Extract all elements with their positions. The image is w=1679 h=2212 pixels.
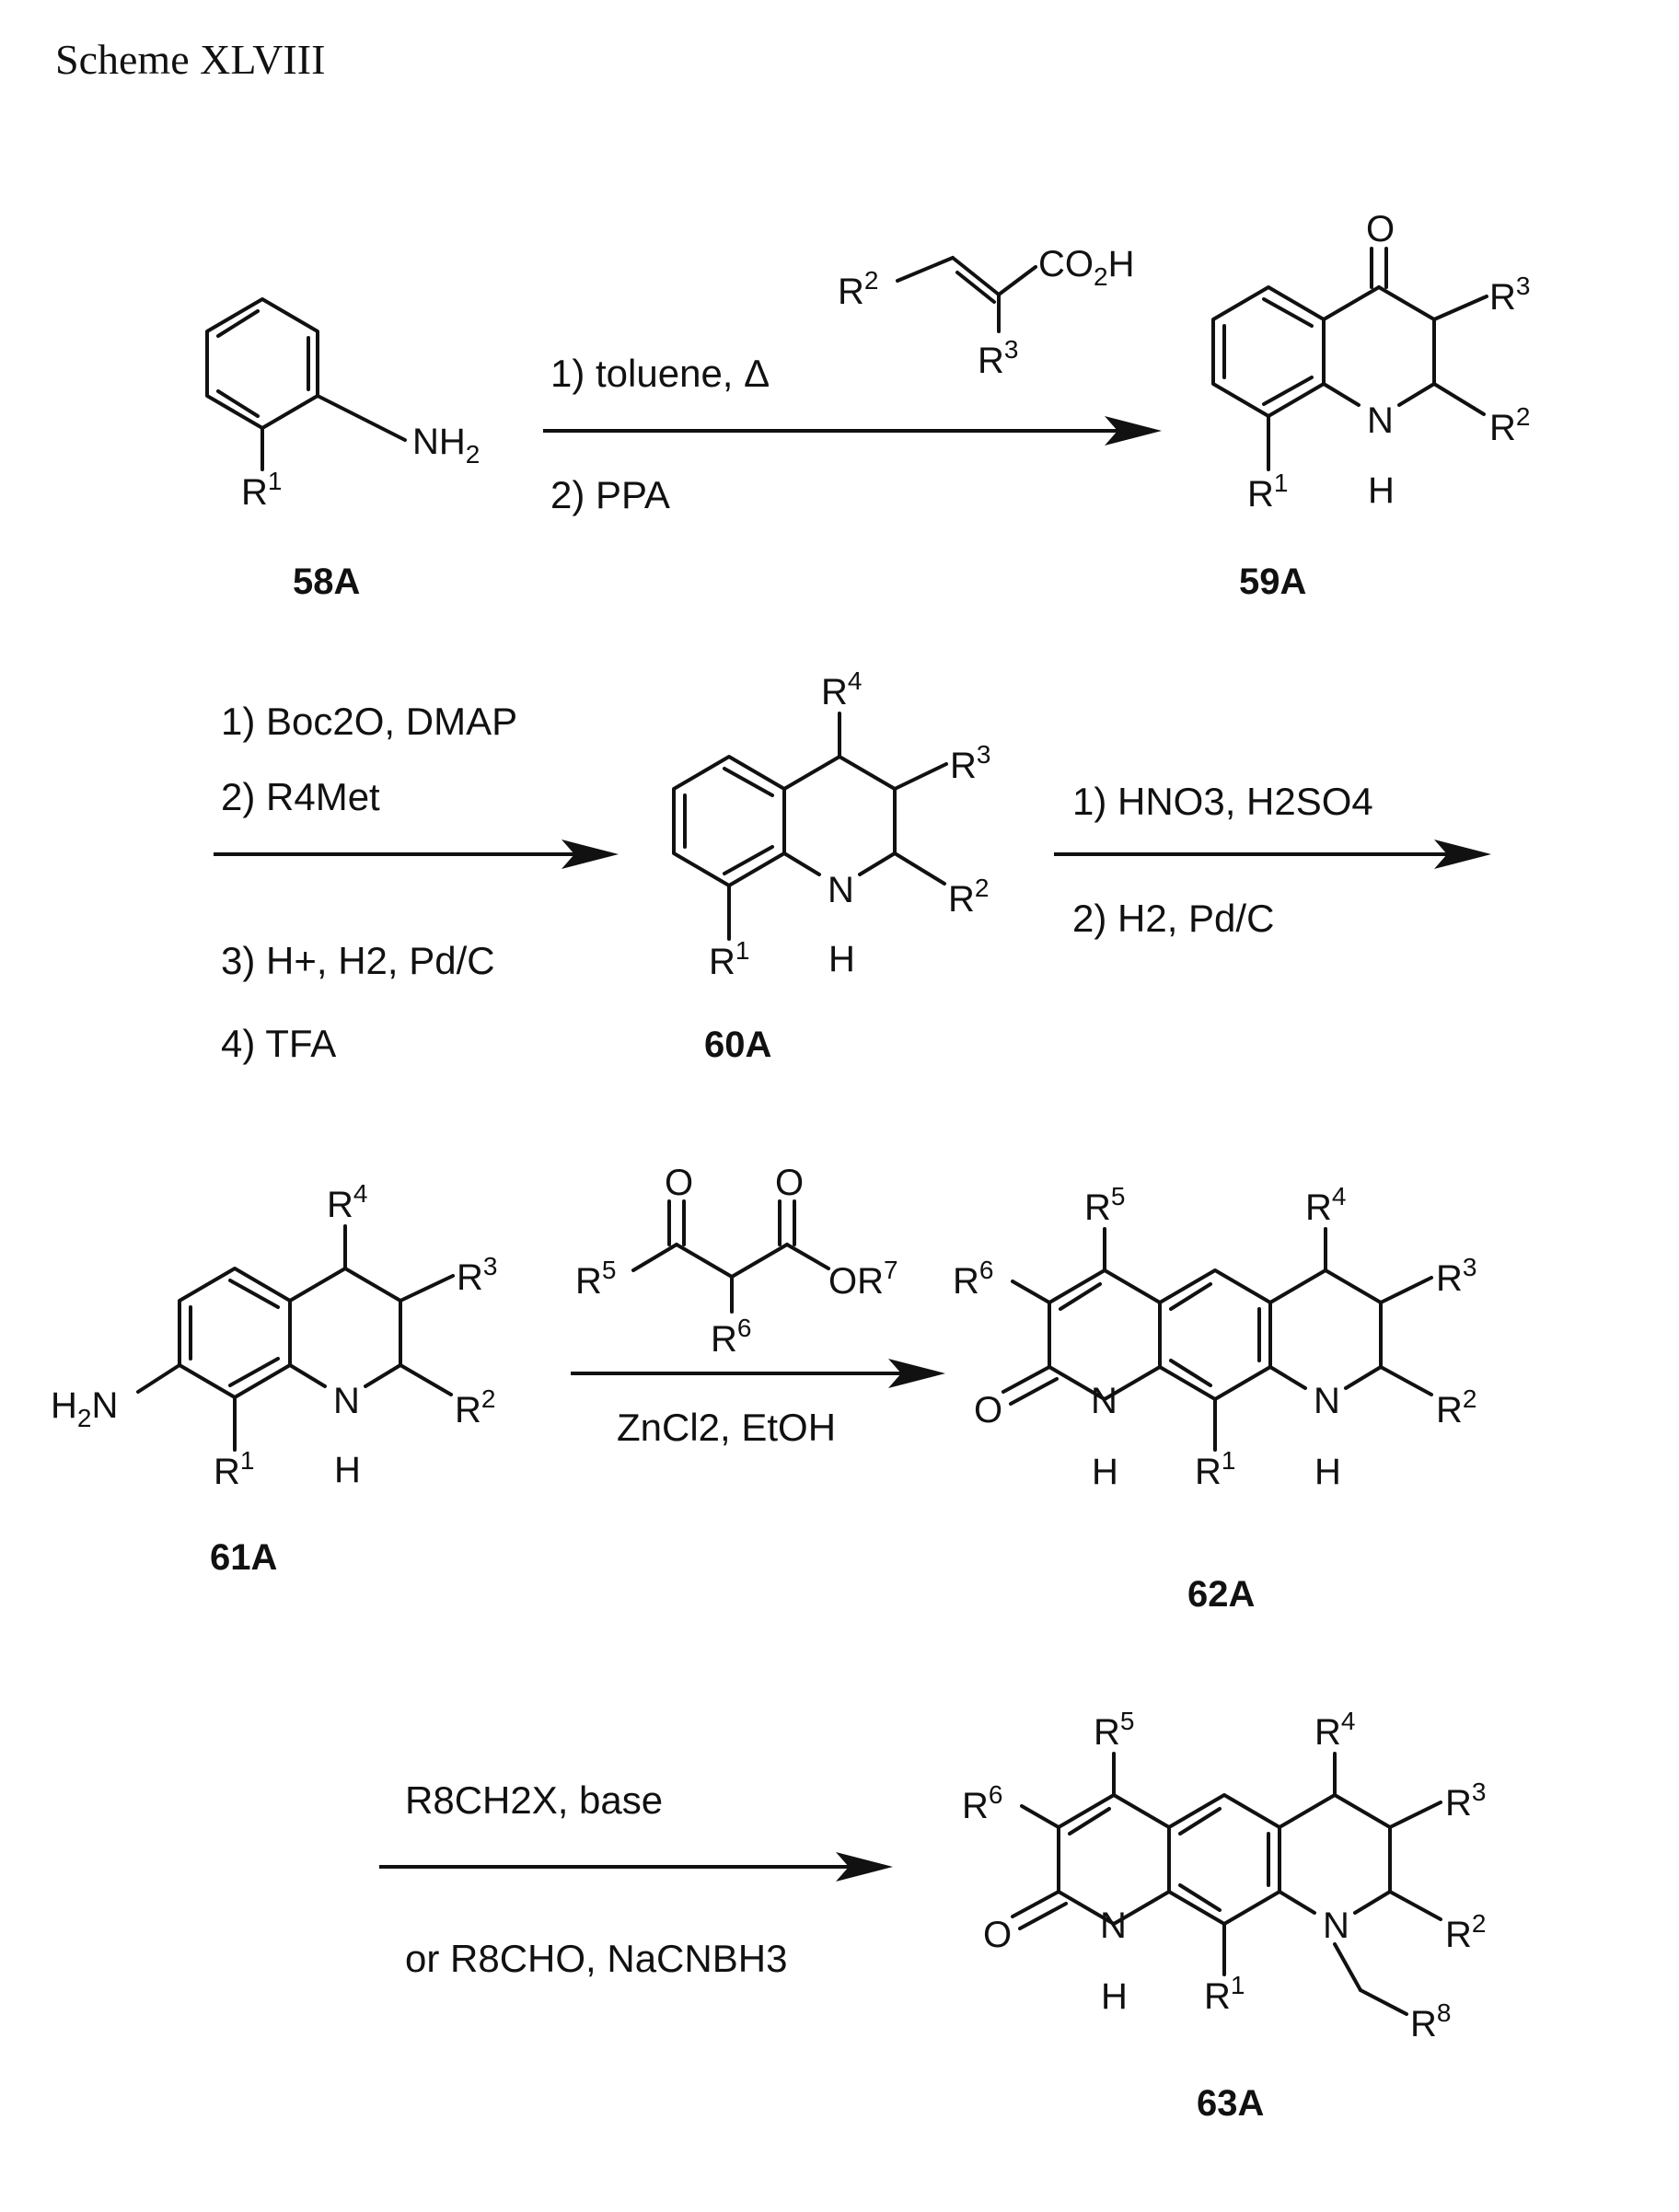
step3-arrow [1054, 840, 1491, 869]
59A-r1: R1 [1247, 469, 1288, 515]
compound-label-63A: 63A [1197, 2083, 1264, 2124]
62A-nh-hydrogen-1: H [1092, 1452, 1118, 1492]
step1-reagent-r2: R2 [838, 266, 878, 312]
step1-reagent-co2h: CO2H [1038, 244, 1134, 291]
step4-reagent-or7: OR7 [828, 1256, 898, 1302]
61A-r4: R4 [327, 1179, 367, 1225]
63A-r8: R8 [1410, 1998, 1451, 2044]
step2-condition-3: 3) H+, H2, Pd/C [221, 939, 495, 982]
step4-arrow [571, 1359, 945, 1388]
59A-oxygen: O [1366, 209, 1395, 249]
compound-59A: O R3 N H R2 R1 [1211, 209, 1530, 515]
63A-nitrogen-2: N [1323, 1905, 1349, 1946]
61A-nh-hydrogen: H [334, 1450, 361, 1490]
compound-label-59A: 59A [1239, 562, 1306, 602]
step4-condition-1: ZnCl2, EtOH [617, 1406, 836, 1449]
60A-nh-hydrogen: H [828, 939, 855, 979]
step5-arrow [379, 1852, 893, 1882]
63A-nh-hydrogen: H [1101, 1976, 1128, 2017]
62A-r5: R5 [1084, 1182, 1125, 1228]
62A-oxygen: O [974, 1390, 1002, 1430]
step2-condition-4: 4) TFA [221, 1022, 336, 1065]
62A-r2: R2 [1436, 1384, 1476, 1430]
62A-r1: R1 [1195, 1446, 1235, 1492]
step5-condition-2: or R8CHO, NaCNBH3 [405, 1937, 787, 1980]
63A-oxygen: O [983, 1915, 1012, 1955]
step5-condition-1: R8CH2X, base [405, 1778, 663, 1822]
60A-nitrogen: N [828, 870, 854, 910]
61A-r3: R3 [457, 1252, 497, 1298]
step4-reagent: O O R5 OR7 R6 [575, 1163, 898, 1360]
61A-nitrogen: N [333, 1381, 360, 1421]
58A-r1-label: R1 [241, 467, 282, 513]
scheme-title: Scheme XLVIII [55, 36, 326, 83]
60A-r1: R1 [709, 936, 749, 982]
60A-r4: R4 [821, 666, 862, 712]
step1-reagent: R2 CO2H R3 [838, 244, 1134, 381]
step3-condition-2: 2) H2, Pd/C [1072, 897, 1274, 940]
step2-condition-2: 2) R4Met [221, 775, 380, 818]
compound-62A: R5 R6 O N H R1 N H R4 R3 R2 [953, 1182, 1476, 1492]
62A-nh-hydrogen-2: H [1314, 1452, 1341, 1492]
compound-58A: NH2 R1 [205, 297, 480, 513]
60A-r2: R2 [948, 874, 989, 920]
compound-label-58A: 58A [293, 562, 360, 602]
step2-arrow [214, 840, 619, 869]
compound-63A: R5 R6 O N H R1 N R4 R3 R2 R8 [962, 1707, 1486, 2044]
63A-r6: R6 [962, 1780, 1002, 1826]
step2-condition-1: 1) Boc2O, DMAP [221, 700, 517, 743]
compound-label-62A: 62A [1187, 1574, 1255, 1615]
61A-r1: R1 [214, 1446, 254, 1492]
step1-condition-1: 1) toluene, Δ [550, 352, 770, 395]
63A-r3: R3 [1445, 1778, 1486, 1824]
61A-r2: R2 [455, 1384, 495, 1430]
62A-r3: R3 [1436, 1253, 1476, 1299]
compound-61A: R4 R3 N H R2 R1 H2N [51, 1179, 497, 1492]
compound-60A: R4 R3 N H R2 R1 [672, 666, 990, 982]
step4-reagent-r5: R5 [575, 1256, 616, 1302]
62A-nitrogen-1: N [1091, 1381, 1117, 1421]
62A-r4: R4 [1305, 1182, 1346, 1228]
62A-nitrogen-2: N [1314, 1381, 1340, 1421]
63A-r1: R1 [1204, 1971, 1245, 2017]
step3-condition-1: 1) HNO3, H2SO4 [1072, 780, 1373, 823]
step1-condition-2: 2) PPA [550, 473, 670, 516]
59A-r2: R2 [1489, 402, 1530, 448]
59A-nitrogen: N [1367, 400, 1394, 441]
63A-r2: R2 [1445, 1909, 1486, 1955]
58A-nh2-label: NH2 [412, 422, 480, 469]
63A-nitrogen-1: N [1100, 1905, 1127, 1946]
59A-nh-hydrogen: H [1368, 470, 1395, 511]
61A-h2n: H2N [51, 1385, 118, 1432]
63A-r5: R5 [1094, 1707, 1134, 1753]
step4-reagent-r6: R6 [711, 1314, 751, 1360]
compound-label-61A: 61A [210, 1537, 277, 1578]
step1-reagent-r3: R3 [978, 335, 1018, 381]
compound-label-60A: 60A [704, 1025, 771, 1065]
step1-arrow [543, 416, 1162, 446]
60A-r3: R3 [950, 740, 990, 786]
step4-reagent-oxygen-1: O [665, 1163, 693, 1203]
59A-r3: R3 [1489, 272, 1530, 318]
63A-r4: R4 [1314, 1707, 1355, 1753]
62A-r6: R6 [953, 1256, 993, 1302]
step4-reagent-oxygen-2: O [775, 1163, 804, 1203]
